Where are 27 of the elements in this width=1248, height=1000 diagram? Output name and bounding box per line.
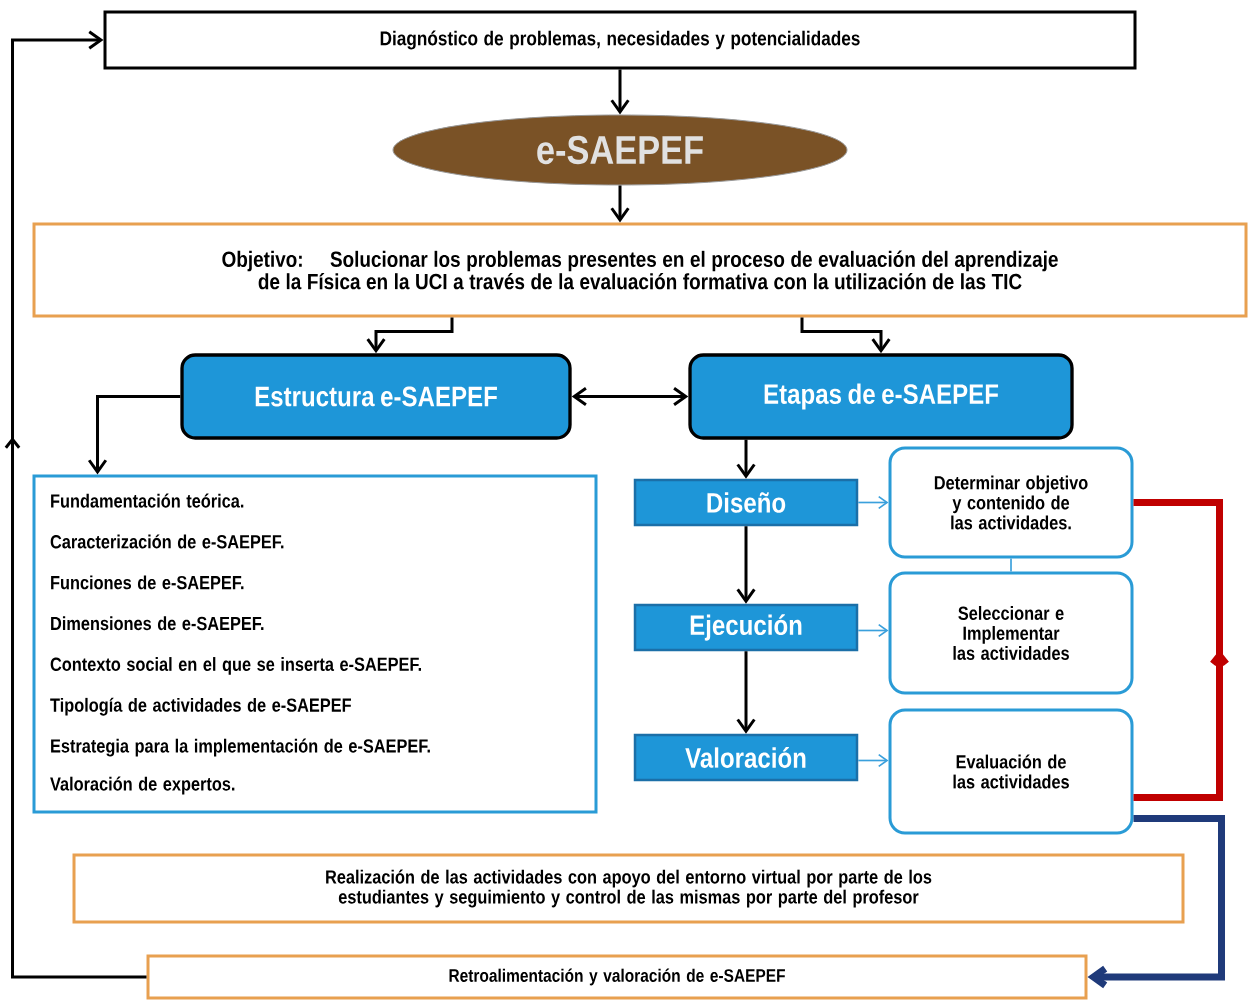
arrow [610, 185, 630, 223]
arrow [87, 395, 181, 475]
arrow [571, 386, 689, 407]
arrow [736, 526, 756, 604]
arrow [800, 317, 891, 354]
arrow [857, 623, 889, 638]
task-box: Evaluación de las actividades [888, 708, 1134, 835]
arrow [1087, 815, 1225, 989]
arrow [736, 651, 756, 734]
task-box: Determinar objetivo y contenido de las actividades. [888, 446, 1134, 559]
list-box: Fundamentación teórica. Caracterización de e-SAEPEF. Funciones de e-SAEPEF. Dimensiones de e-SAEPEF. Contexto social en el que se inserta e-SAEPEF. Tipología de actividades de e-SAEPEF Estrategia para la implementación de e-SAEPEF. Valoración de expertos. [32, 474, 598, 814]
arrow [736, 439, 756, 479]
component-box: Etapas de e-SAEPEF [688, 353, 1074, 440]
process-box: Retroalimentación y valoración de e-SAEPEF [146, 954, 1088, 1000]
arrow [366, 317, 454, 354]
arrow [4, 30, 147, 979]
component-box: Estructura e-SAEPEF [180, 353, 572, 440]
process-box: Realización de las actividades con apoyo del entorno virtual por parte de los estudiantes y seguimiento y control de las mismas por parte del profesor [72, 853, 1185, 924]
task-box: Seleccionar e Implementar las actividades [888, 571, 1134, 695]
process-box: Diagnóstico de problemas, necesidades y potencialidades [103, 10, 1137, 70]
arrow [857, 753, 889, 768]
stage-box: Diseño [633, 478, 859, 527]
objective-box: Objetivo: Solucionar los problemas presentes en el proceso de evaluación del aprendizaje de la Física en la UCI a través de la evaluación formativa con la utilización de las TIC [32, 222, 1248, 318]
arrow [610, 69, 630, 115]
stage-box: Valoración [633, 733, 859, 782]
arrow [857, 495, 889, 510]
stage-box: Ejecución [633, 603, 859, 652]
